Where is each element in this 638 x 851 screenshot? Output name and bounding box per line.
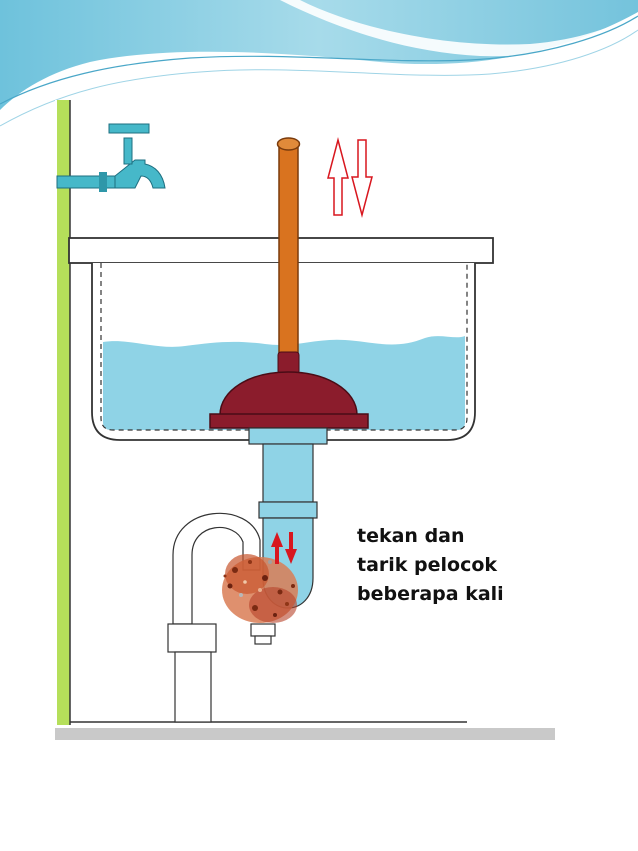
drain-pipe	[262, 443, 314, 503]
banner-white-wave	[280, 0, 638, 57]
clog	[222, 554, 298, 623]
instruction-line-3: beberapa kali	[357, 583, 504, 605]
banner-line-3	[0, 29, 638, 127]
wall	[57, 100, 70, 725]
floor-strip	[55, 728, 555, 740]
sink-plunger-illustration	[55, 100, 580, 750]
trap-up-down-arrow-icon	[271, 532, 297, 564]
trap-plug	[250, 623, 276, 637]
wave-banner	[0, 0, 638, 127]
plunger-neck	[277, 351, 300, 375]
tap-icon	[56, 123, 166, 192]
banner-line-2	[0, 15, 638, 105]
outlet-coupling	[167, 623, 217, 653]
drain-flange	[248, 427, 328, 445]
plunger-handle-top	[276, 137, 301, 151]
banner-line-1	[0, 19, 638, 119]
outlet-down-pipe	[174, 651, 212, 723]
drain-pipe-collar	[258, 501, 318, 519]
banner-band	[0, 0, 638, 110]
plunger-handle	[278, 143, 299, 357]
outlet-arch	[172, 512, 261, 625]
instruction-line-1: tekan dan	[357, 525, 465, 547]
trap-plug-nut	[254, 635, 272, 645]
up-down-arrow-icon	[327, 137, 373, 218]
plunger-cup	[219, 371, 358, 416]
instruction-caption: tekan dan tarik pelocok beberapa kali	[357, 522, 577, 609]
plunger-base	[209, 413, 369, 429]
instruction-line-2: tarik pelocok	[357, 554, 498, 576]
